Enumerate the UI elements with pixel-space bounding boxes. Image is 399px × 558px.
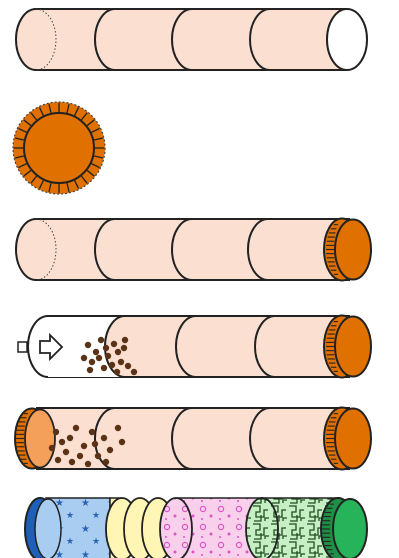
green-cap-face [333,499,367,558]
filling-dot [101,435,107,441]
filling-dot [107,447,113,453]
step-4-filling [18,316,371,378]
filling-dot [49,445,55,451]
tube-body [36,9,347,70]
filling-dot [81,355,87,361]
filling-dot [122,337,128,343]
step-5-sealed-tube [15,408,371,470]
filling-dot [103,345,109,351]
tube-body [36,408,350,469]
filling-dot [115,425,121,431]
filling-dot [92,441,98,447]
filling-dot [131,369,137,375]
filling-dot [111,341,117,347]
filling-dot [109,362,115,368]
filling-dot [87,367,93,373]
step-1-empty-tube [16,9,367,70]
filling-dot [69,459,75,465]
step-3-tube-with-cap [16,219,371,281]
blue-cap-face [35,499,61,558]
filling-dot [85,461,91,467]
filling-dot [53,429,59,435]
pink-disc [160,498,192,558]
filling-dot [103,459,109,465]
filling-dot [121,345,127,351]
filling-dot [98,337,104,343]
plunger-handle [18,342,27,352]
filling-dot [89,359,95,365]
left-cap-face [25,410,55,468]
filling-dot [55,457,61,463]
maze-disc [246,498,278,558]
filling-dot [96,355,102,361]
step-2-orange-cap [13,102,105,194]
filling-dot [125,363,131,369]
filling-dot [115,349,121,355]
cap-face [335,317,371,377]
cap-face [335,220,371,280]
filling-dot [95,453,101,459]
filling-dot [85,342,91,348]
step-6-patterned-rolls [25,498,367,558]
filling-dot [119,439,125,445]
filling-dot [114,369,120,375]
tube-body [36,219,350,280]
tube-open-end [327,9,367,70]
filling-dot [63,449,69,455]
tube-left-end [16,9,36,70]
filling-dot [118,359,124,365]
filling-dot [93,349,99,355]
cap-center [24,113,94,183]
filling-dot [59,439,65,445]
filling-dot [89,429,95,435]
filling-dot [67,435,73,441]
right-cap-face [335,409,371,469]
filling-dot [81,443,87,449]
tube-left-end [16,219,36,280]
filling-dot [77,453,83,459]
filling-dot [101,365,107,371]
filling-dot [73,425,79,431]
filling-dot [105,353,111,359]
